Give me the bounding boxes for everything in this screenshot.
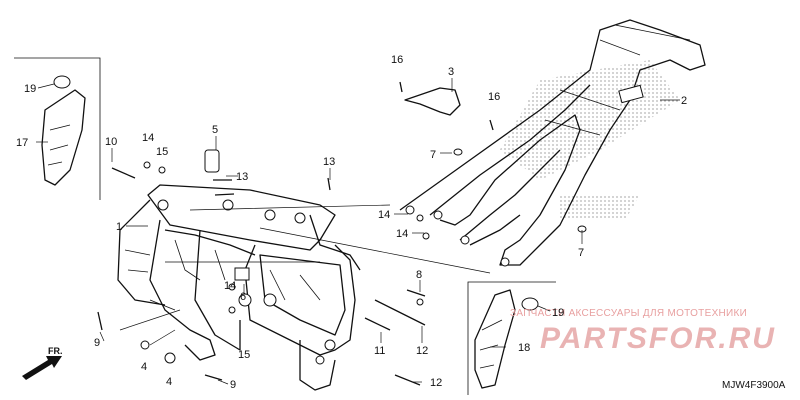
callout-10: 10	[105, 136, 117, 148]
grommet-19-left	[53, 75, 71, 89]
callout-11: 11	[374, 345, 385, 357]
callout-1: 1	[116, 221, 122, 233]
callout-12-a: 12	[416, 345, 428, 357]
callout-13-b: 13	[323, 156, 335, 168]
rear-subframe	[399, 19, 706, 267]
callout-7-b: 7	[578, 247, 584, 259]
callout-18: 18	[518, 342, 530, 354]
callout-15-b: 15	[238, 349, 250, 361]
watermark-logo: PARTSFOR.RU	[540, 322, 776, 355]
callout-17: 17	[16, 137, 28, 149]
callout-3: 3	[448, 66, 454, 78]
front-arrow-icon: FR.	[22, 346, 63, 380]
leader-lines	[36, 78, 680, 385]
callout-19-b: 19	[552, 307, 564, 319]
diagram-code: MJW4F3900A	[722, 380, 786, 391]
callout-7-a: 7	[430, 149, 436, 161]
callout-4-b: 4	[166, 376, 172, 388]
callout-12-b: 12	[430, 377, 442, 389]
main-frame	[117, 149, 361, 391]
inset-right-border	[467, 281, 556, 395]
callout-19-a: 19	[24, 83, 36, 95]
inset-left-border	[14, 57, 101, 200]
callout-14-c: 14	[378, 209, 390, 221]
watermark-tagline: ЗАПЧАСТИ АКСЕССУАРЫ ДЛЯ МОТОТЕХНИКИ	[510, 308, 747, 319]
callout-9-b: 9	[230, 379, 236, 391]
callout-9-a: 9	[94, 337, 100, 349]
front-marker-label: FR.	[48, 346, 63, 356]
grommet-19-right	[521, 297, 539, 311]
callout-8: 8	[416, 269, 422, 281]
callout-14-b: 14	[224, 280, 236, 292]
callout-4-a: 4	[141, 361, 147, 373]
side-plate-18	[474, 289, 516, 389]
callout-16-b: 16	[488, 91, 500, 103]
callout-16-a: 16	[391, 54, 403, 66]
callout-15-a: 15	[156, 146, 168, 158]
nuts-washers	[140, 148, 587, 364]
bolts	[97, 81, 494, 386]
callout-labels: 1 2 3 4 4 5 6 7 7 8 9 9 10 11 12 12 13 1…	[16, 54, 687, 391]
callout-6: 6	[240, 291, 246, 303]
side-plate-17	[41, 89, 86, 186]
callout-2: 2	[681, 95, 687, 107]
callout-14-a: 14	[142, 132, 154, 144]
callout-5: 5	[212, 124, 218, 136]
callout-13-a: 13	[236, 171, 248, 183]
callout-14-d: 14	[396, 228, 408, 240]
stipple-area	[500, 60, 680, 220]
bracket-3	[404, 87, 461, 116]
